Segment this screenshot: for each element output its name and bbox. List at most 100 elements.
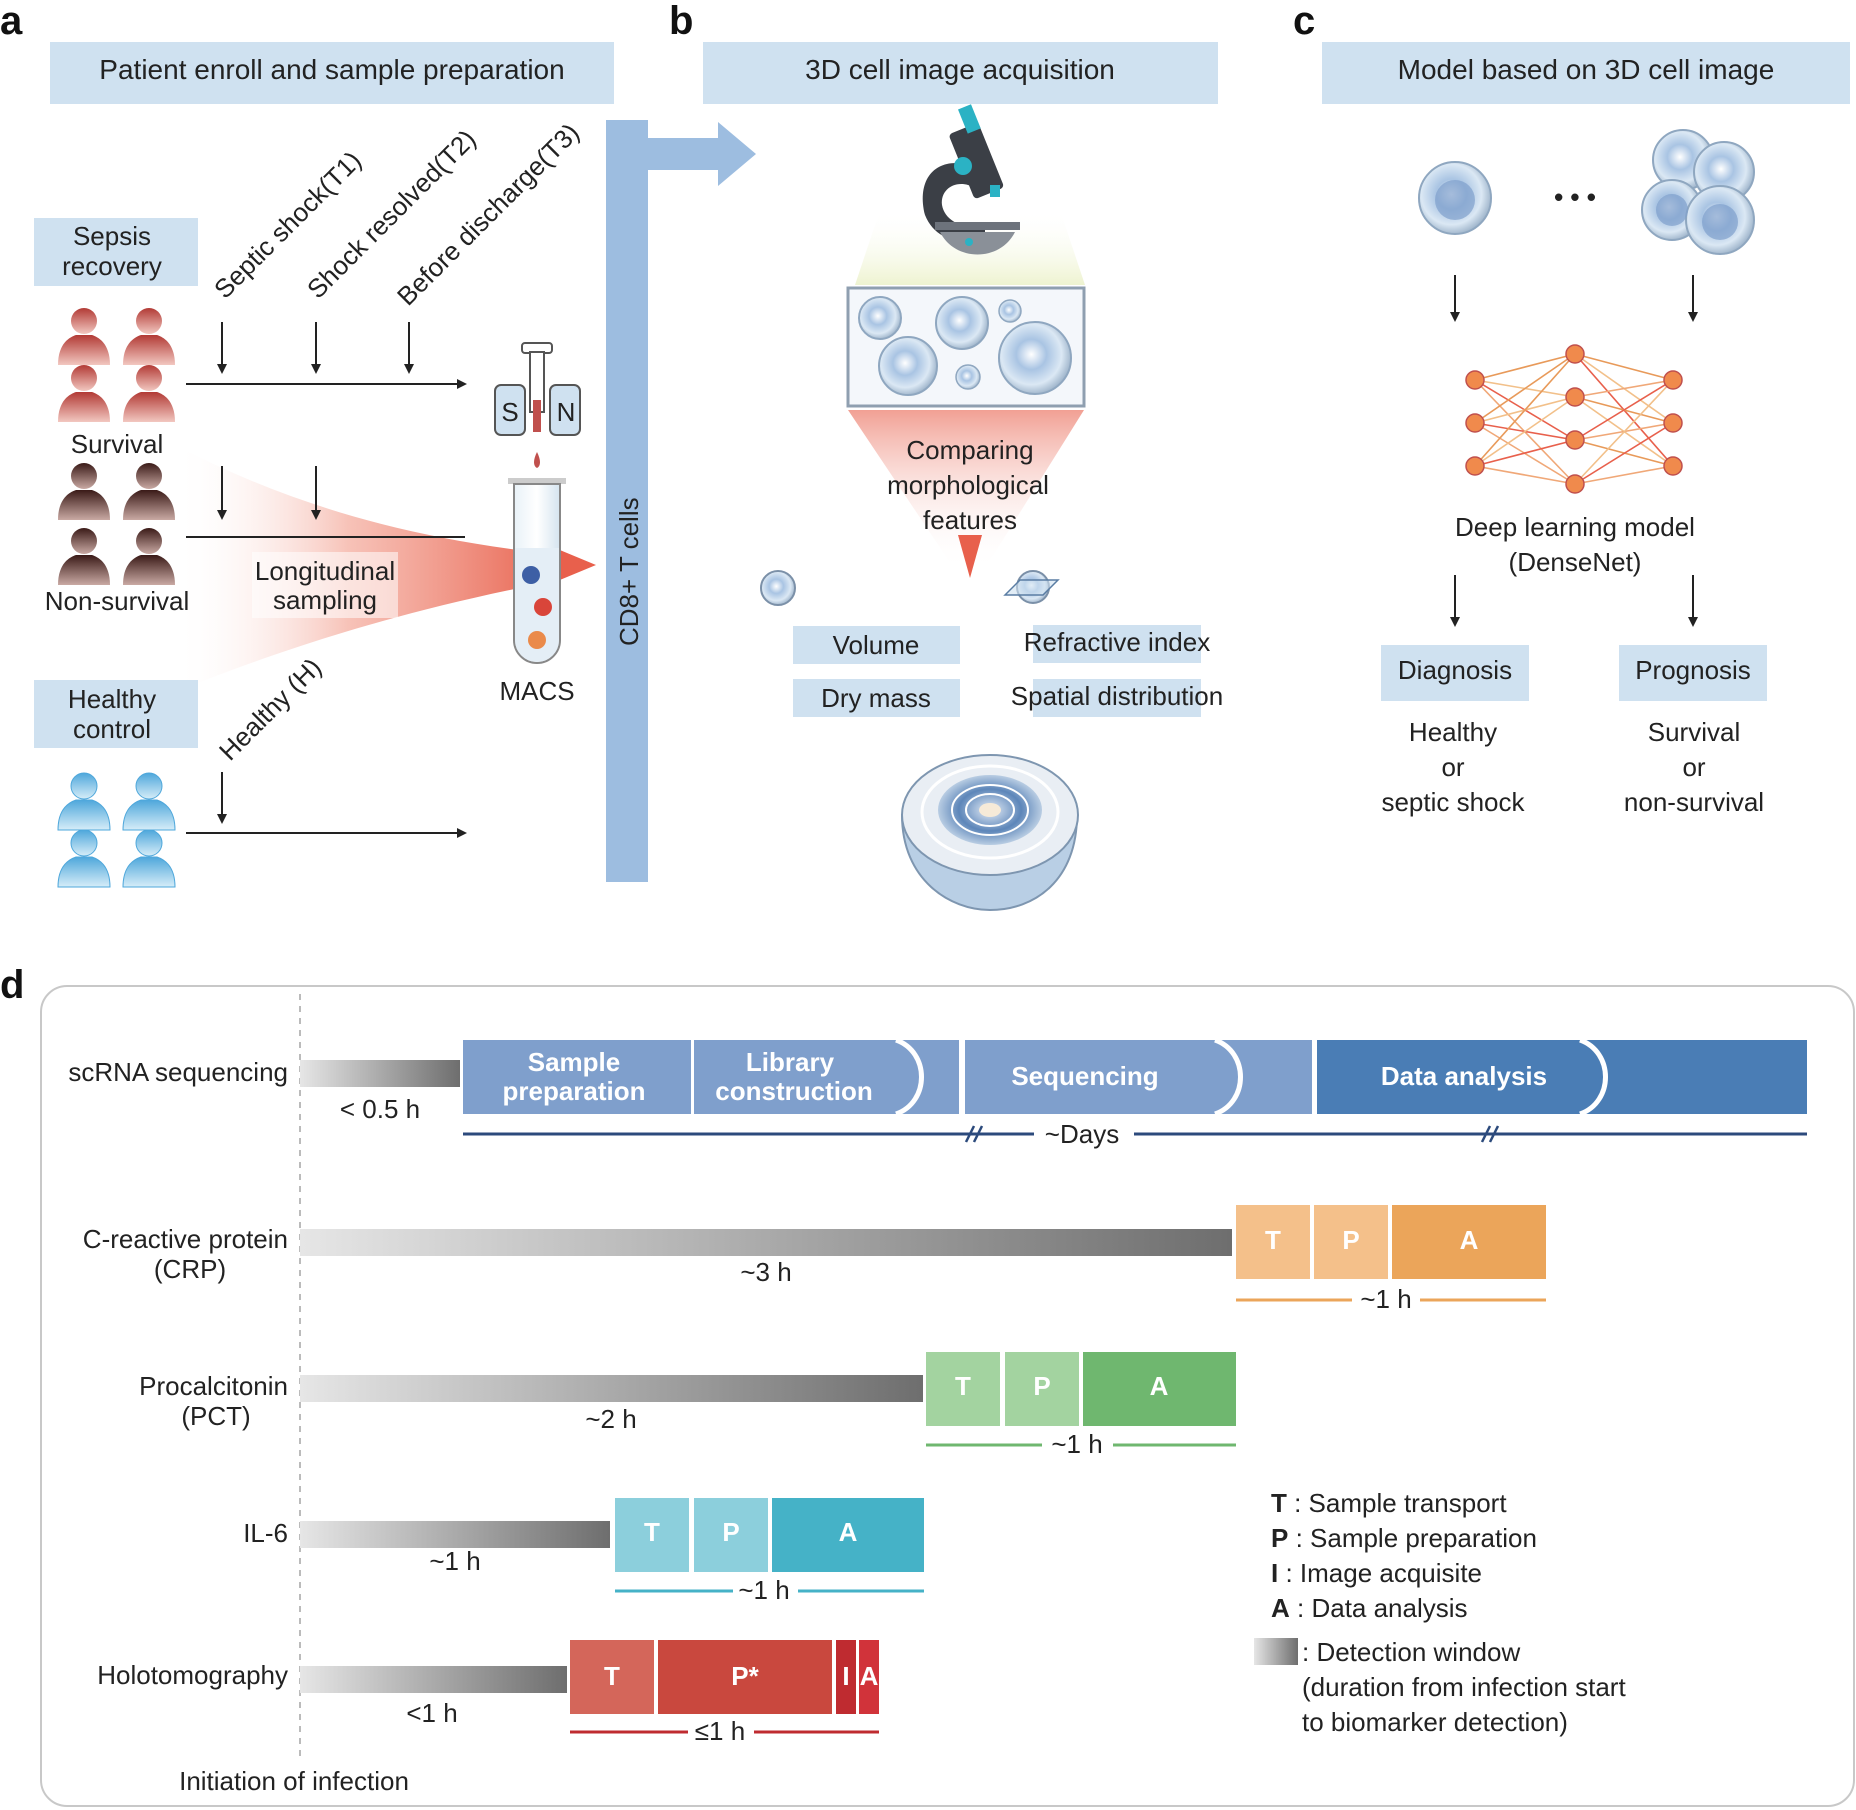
pct-step-t: T (955, 1371, 971, 1401)
network-edge (1574, 422, 1674, 485)
cd8-arrow (648, 122, 756, 186)
window-il6-label: ~1 h (429, 1546, 480, 1576)
scrna-step-4: Data analysis (1381, 1061, 1547, 1091)
crp-step-p: P (1342, 1225, 1359, 1255)
pct-step-p: P (1033, 1371, 1050, 1401)
comparing-line2: morphological (887, 470, 1049, 500)
sampling-arrowhead (555, 548, 596, 582)
prognosis-label: Prognosis (1635, 655, 1751, 685)
diagnosis-out-line3: septic shock (1381, 787, 1525, 817)
pct-span-label: ~1 h (1051, 1429, 1102, 1459)
healthy-people-icon (57, 772, 176, 888)
network-node (1565, 344, 1585, 364)
legend-i: I : Image acquisite (1271, 1558, 1482, 1588)
row-label-il6: IL-6 (243, 1518, 288, 1548)
legend-window-swatch (1254, 1638, 1298, 1665)
cell-cluster-icon (1641, 129, 1755, 255)
healthy-control-box (34, 680, 198, 748)
window-pct-label: ~2 h (585, 1404, 636, 1434)
row-label-crp-line1: C-reactive protein (83, 1224, 288, 1254)
cd8-bar (606, 120, 648, 882)
pct-steps (926, 1352, 1236, 1426)
nonsurvival-people-icon (58, 463, 175, 585)
network-node (1663, 456, 1683, 476)
healthy-control-line2: control (73, 714, 151, 744)
single-cell-icon (1418, 161, 1492, 235)
test-tube-icon (508, 478, 566, 664)
network-edge (1574, 353, 1674, 381)
legend-a: A : Data analysis (1271, 1593, 1468, 1623)
network-edge (1574, 379, 1674, 485)
feature-spatial: Spatial distribution (1011, 681, 1223, 711)
network-node (1565, 474, 1585, 494)
scrna-step-2-line2: construction (715, 1076, 872, 1106)
sepsis-recovery-box (34, 218, 198, 286)
healthy-control-line1: Healthy (68, 684, 156, 714)
prognosis-box (1619, 645, 1767, 701)
comparing-line1: Comparing (906, 435, 1033, 465)
microscope-icon (855, 104, 1085, 285)
holo-step-a: A (860, 1661, 879, 1691)
comparison-cone (848, 410, 1084, 570)
holo-span-label: ≤1 h (695, 1716, 745, 1746)
network-edge (1474, 353, 1576, 467)
feature-ri: Refractive index (1024, 627, 1210, 657)
panel-c-header-box (1322, 42, 1850, 104)
il6-steps (615, 1498, 924, 1572)
sepsis-recovery-line2: recovery (62, 251, 162, 281)
window-scrna (300, 1060, 460, 1087)
holo-step-p: P* (731, 1661, 759, 1691)
network-node (1465, 370, 1485, 390)
cell-cross-section-icon (900, 754, 1079, 912)
feature-volume-box (793, 626, 960, 664)
comparing-line3: features (923, 505, 1017, 535)
cd8-label: CD8+ T cells (614, 497, 644, 646)
timepoint-t3: Before discharge(T3) (391, 117, 585, 311)
prognosis-out-line3: non-survival (1624, 787, 1764, 817)
longitudinal-line2: sampling (273, 585, 377, 615)
break-marks (964, 1125, 1500, 1143)
legend-t: T : Sample transport (1271, 1488, 1507, 1518)
holo-step-i: I (842, 1661, 849, 1691)
network-edge (1474, 465, 1576, 485)
neural-network-icon (1465, 344, 1683, 494)
feature-ri-box (1033, 625, 1201, 663)
cell-image-cells (858, 296, 1072, 396)
feature-volume: Volume (833, 630, 920, 660)
column-n-label: N (557, 397, 576, 427)
feature-drymass: Dry mass (821, 683, 931, 713)
network-node (1663, 370, 1683, 390)
window-crp-label: ~3 h (740, 1257, 791, 1287)
window-scrna-label: < 0.5 h (340, 1094, 420, 1124)
il6-span-label: ~1 h (738, 1575, 789, 1605)
panel-label-b: b (669, 0, 693, 43)
ellipsis: • • • (1554, 182, 1596, 212)
legend-p: P : Sample preparation (1271, 1523, 1537, 1553)
network-edge (1574, 465, 1674, 485)
network-edge (1474, 353, 1576, 381)
crp-step-t: T (1265, 1225, 1281, 1255)
panel-a-header: Patient enroll and sample preparation (99, 54, 564, 85)
legend-detection-line1: : Detection window (1302, 1637, 1520, 1667)
crp-steps (1236, 1205, 1546, 1279)
holo-steps (570, 1640, 879, 1714)
small-cell-icon (760, 570, 796, 606)
feature-drymass-box (793, 679, 960, 717)
row-label-crp-line2: (CRP) (154, 1254, 226, 1284)
comparison-arrow (958, 535, 982, 578)
il6-step-p: P (722, 1517, 739, 1547)
panel-b-header: 3D cell image acquisition (805, 54, 1115, 85)
feature-spatial-box (1033, 679, 1201, 717)
prognosis-out-line2: or (1682, 752, 1705, 782)
scrna-step-1-line2: preparation (502, 1076, 645, 1106)
row-label-pct-line1: Procalcitonin (139, 1371, 288, 1401)
legend-detection-line3: to biomarker detection) (1302, 1707, 1568, 1737)
column-s-label: S (501, 397, 518, 427)
crp-step-a: A (1460, 1225, 1479, 1255)
window-il6 (300, 1521, 610, 1548)
longitudinal-sampling-box (252, 552, 398, 618)
longitudinal-line1: Longitudinal (255, 556, 395, 586)
network-edge (1574, 379, 1674, 441)
network-node (1465, 456, 1485, 476)
